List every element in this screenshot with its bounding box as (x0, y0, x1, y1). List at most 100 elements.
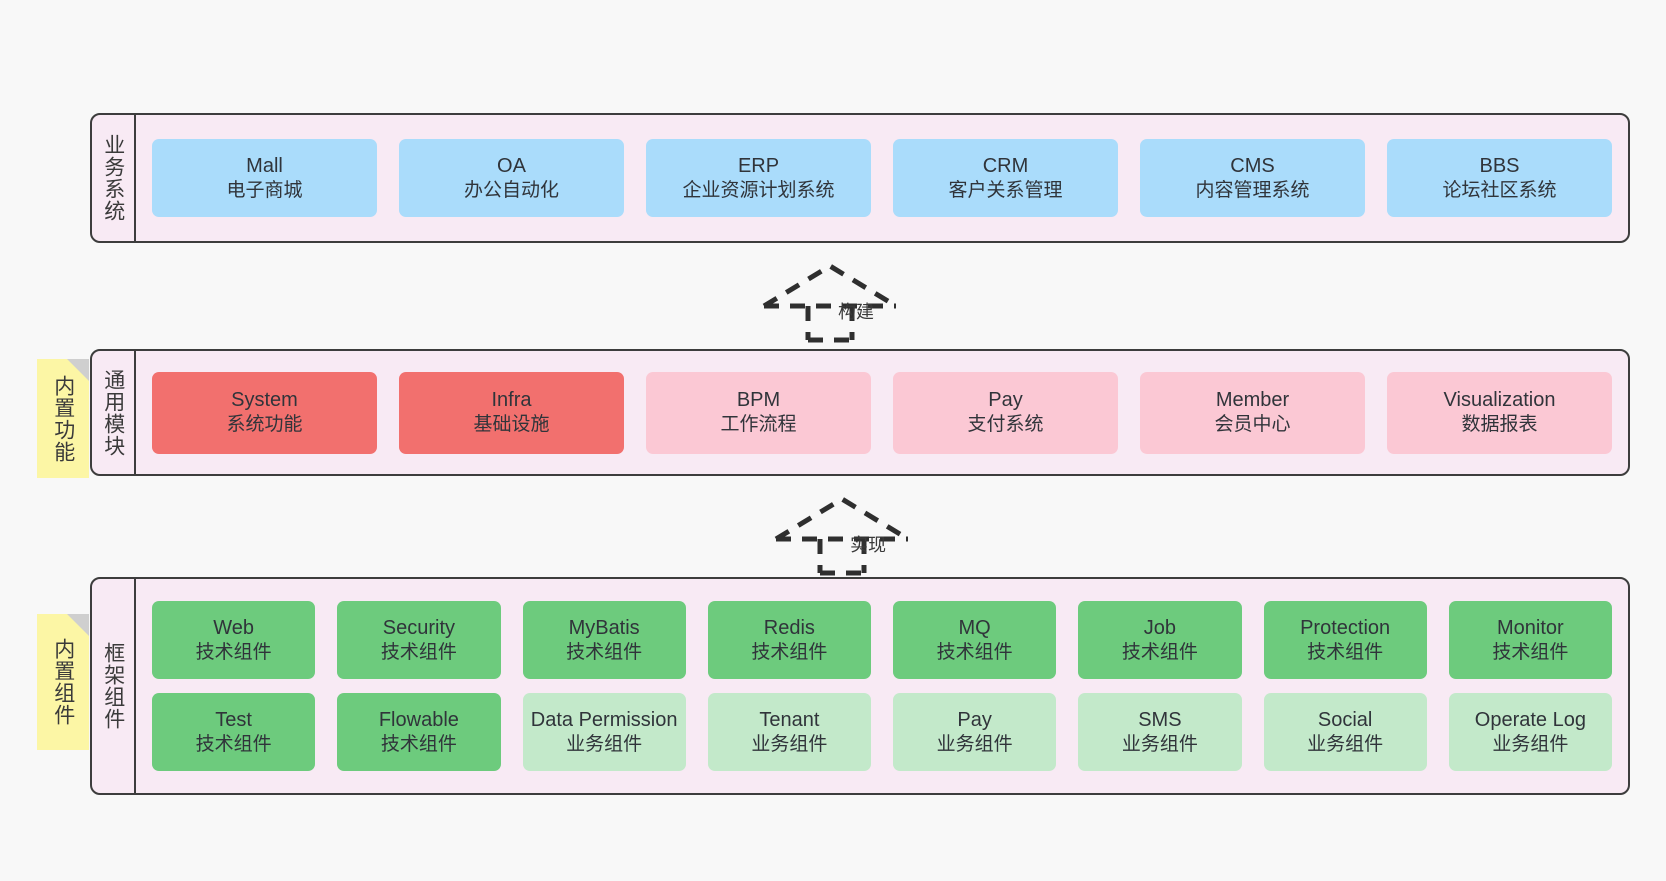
card-social[interactable]: Social 业务组件 (1263, 693, 1427, 771)
card-pay-module[interactable]: Pay 支付系统 (893, 371, 1118, 454)
card-title: Security (382, 616, 455, 639)
card-title: Test (215, 708, 252, 731)
card-sms[interactable]: SMS 业务组件 (1078, 693, 1242, 771)
card-title: Monitor (1497, 616, 1564, 639)
card-mall[interactable]: Mall 电子商城 (152, 139, 377, 217)
card-job[interactable]: Job 技术组件 (1078, 601, 1242, 679)
card-row: Mall 电子商城 OA 办公自动化 ERP 企业资源计划系统 CRM 客户关系… (152, 139, 1612, 217)
card-subtitle: 支付系统 (967, 414, 1044, 436)
card-redis[interactable]: Redis 技术组件 (707, 601, 871, 679)
card-subtitle: 企业资源计划系统 (682, 179, 835, 201)
card-subtitle: 技术组件 (751, 641, 828, 663)
card-title: Pay (988, 389, 1023, 412)
card-subtitle: 业务组件 (566, 733, 643, 755)
card-visualization[interactable]: Visualization 数据报表 (1387, 371, 1612, 454)
card-subtitle: 业务组件 (1307, 733, 1384, 755)
card-subtitle: 电子商城 (226, 179, 303, 201)
card-title: Visualization (1443, 389, 1556, 412)
card-subtitle: 数据报表 (1461, 414, 1538, 436)
card-subtitle: 内容管理系统 (1195, 179, 1310, 201)
card-crm[interactable]: CRM 客户关系管理 (893, 139, 1118, 217)
card-bpm[interactable]: BPM 工作流程 (646, 371, 871, 454)
page-fold-icon (67, 614, 89, 636)
layer-body-framework-components: Web 技术组件 Security 技术组件 MyBatis 技术组件 Redi… (136, 579, 1628, 793)
card-subtitle: 论坛社区系统 (1442, 179, 1557, 201)
layer-common-modules: 通用模块 System 系统功能 Infra 基础设施 BPM 工作流程 Pay… (90, 349, 1630, 476)
card-subtitle: 业务组件 (751, 733, 828, 755)
card-subtitle: 技术组件 (1307, 641, 1384, 663)
card-title: Pay (957, 708, 992, 731)
card-title: Member (1215, 389, 1290, 412)
layer-framework-components: 框架组件 Web 技术组件 Security 技术组件 MyBatis 技术组件… (90, 577, 1630, 795)
card-title: MQ (958, 616, 991, 639)
card-subtitle: 系统功能 (226, 414, 303, 436)
card-pay-component[interactable]: Pay 业务组件 (893, 693, 1057, 771)
card-mq[interactable]: MQ 技术组件 (893, 601, 1057, 679)
card-title: Flowable (378, 708, 459, 731)
connector-implement-arrow: 实现 (772, 495, 912, 576)
card-title: SMS (1138, 708, 1182, 731)
card-test[interactable]: Test 技术组件 (152, 693, 316, 771)
card-protection[interactable]: Protection 技术组件 (1263, 601, 1427, 679)
card-subtitle: 业务组件 (936, 733, 1013, 755)
card-bbs[interactable]: BBS 论坛社区系统 (1387, 139, 1612, 217)
card-system[interactable]: System 系统功能 (152, 371, 377, 454)
card-title: OA (497, 154, 526, 177)
card-subtitle: 技术组件 (936, 641, 1013, 663)
card-title: ERP (737, 154, 780, 177)
card-title: Redis (763, 616, 815, 639)
card-web[interactable]: Web 技术组件 (152, 601, 316, 679)
card-subtitle: 技术组件 (566, 641, 643, 663)
card-title: Operate Log (1474, 708, 1586, 731)
card-tenant[interactable]: Tenant 业务组件 (707, 693, 871, 771)
card-data-permission[interactable]: Data Permission 业务组件 (522, 693, 686, 771)
card-cms[interactable]: CMS 内容管理系统 (1140, 139, 1365, 217)
card-oa[interactable]: OA 办公自动化 (399, 139, 624, 217)
card-subtitle: 技术组件 (195, 733, 272, 755)
card-subtitle: 技术组件 (195, 641, 272, 663)
sticky-note-builtin-components: 内置组件 (37, 614, 89, 750)
card-subtitle: 技术组件 (1121, 641, 1198, 663)
card-title: Data Permission (530, 708, 678, 731)
card-title: Mall (246, 154, 283, 177)
connector-label-implement: 实现 (850, 535, 886, 555)
card-row: Web 技术组件 Security 技术组件 MyBatis 技术组件 Redi… (152, 601, 1612, 679)
card-flowable[interactable]: Flowable 技术组件 (337, 693, 501, 771)
card-title: Job (1143, 616, 1176, 639)
card-subtitle: 技术组件 (380, 733, 457, 755)
card-title: BPM (736, 389, 781, 412)
card-subtitle: 技术组件 (380, 641, 457, 663)
card-subtitle: 办公自动化 (463, 179, 559, 201)
card-title: MyBatis (568, 616, 640, 639)
connector-label-build: 构建 (838, 302, 874, 322)
card-subtitle: 客户关系管理 (948, 179, 1063, 201)
sticky-note-builtin-features: 内置功能 (37, 359, 89, 478)
card-subtitle: 工作流程 (720, 414, 797, 436)
layer-caption-business-systems: 业务系统 (92, 115, 136, 241)
card-erp[interactable]: ERP 企业资源计划系统 (646, 139, 871, 217)
card-infra[interactable]: Infra 基础设施 (399, 371, 624, 454)
card-subtitle: 基础设施 (473, 414, 550, 436)
card-title: Social (1317, 708, 1373, 731)
card-subtitle: 会员中心 (1214, 414, 1291, 436)
card-title: BBS (1479, 154, 1520, 177)
card-subtitle: 业务组件 (1121, 733, 1198, 755)
card-title: System (231, 389, 298, 412)
card-subtitle: 业务组件 (1492, 733, 1569, 755)
card-mybatis[interactable]: MyBatis 技术组件 (522, 601, 686, 679)
card-monitor[interactable]: Monitor 技术组件 (1448, 601, 1612, 679)
card-title: CRM (982, 154, 1029, 177)
sticky-note-label: 内置组件 (51, 638, 75, 726)
card-security[interactable]: Security 技术组件 (337, 601, 501, 679)
card-operate-log[interactable]: Operate Log 业务组件 (1448, 693, 1612, 771)
card-member[interactable]: Member 会员中心 (1140, 371, 1365, 454)
connector-build-arrow: 构建 (760, 262, 900, 343)
layer-caption-common-modules: 通用模块 (92, 351, 136, 474)
layer-body-business-systems: Mall 电子商城 OA 办公自动化 ERP 企业资源计划系统 CRM 客户关系… (136, 115, 1628, 241)
card-title: Tenant (759, 708, 820, 731)
card-title: CMS (1230, 154, 1275, 177)
card-row: Test 技术组件 Flowable 技术组件 Data Permission … (152, 693, 1612, 771)
card-title: Infra (491, 389, 532, 412)
layer-body-common-modules: System 系统功能 Infra 基础设施 BPM 工作流程 Pay 支付系统… (136, 351, 1628, 474)
